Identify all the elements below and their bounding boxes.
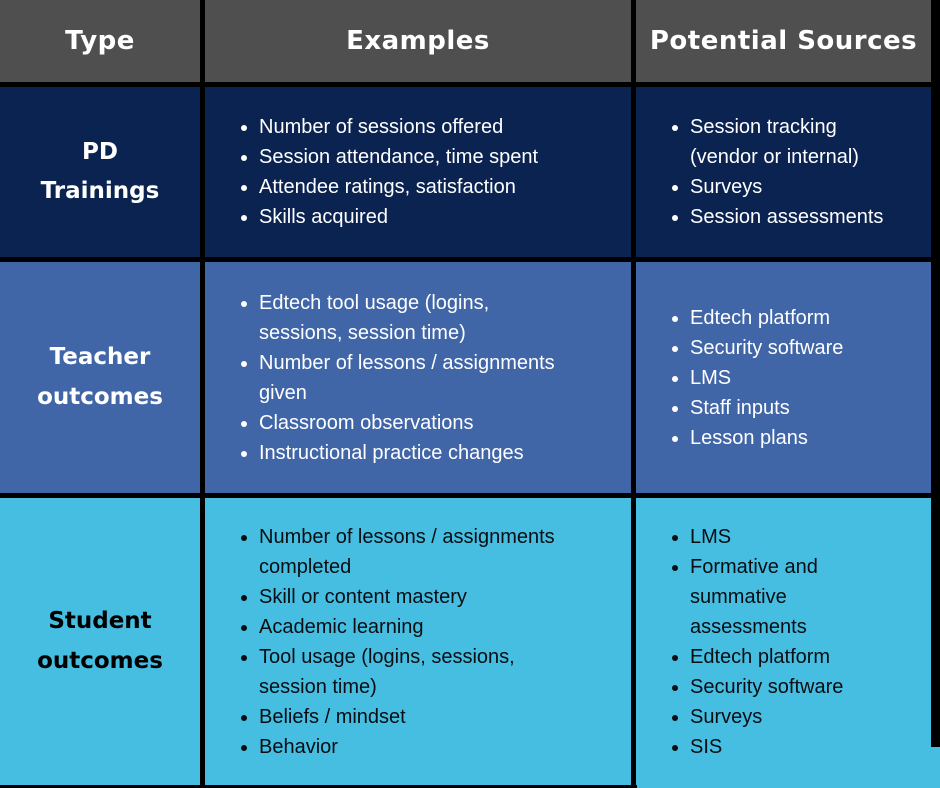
teacher-outcomes-examples-cell: Edtech tool usage (logins, sessions, ses… bbox=[205, 262, 631, 493]
list-item: Surveys bbox=[690, 702, 843, 732]
list-item: Attendee ratings, satisfaction bbox=[259, 172, 538, 202]
student-outcomes-examples-list: Number of lessons / assignments complete… bbox=[205, 522, 563, 762]
list-item: Surveys bbox=[690, 172, 883, 202]
pd-trainings-sources-cell: Session tracking (vendor or internal) Su… bbox=[636, 87, 931, 257]
teacher-outcomes-sources-list: Edtech platform Security software LMS St… bbox=[636, 303, 851, 453]
list-item: SIS bbox=[690, 732, 843, 762]
header-label-examples: Examples bbox=[346, 26, 490, 56]
header-cell-type: Type bbox=[0, 0, 200, 82]
corner-bleed-right bbox=[931, 747, 940, 788]
list-item: Number of sessions offered bbox=[259, 112, 538, 142]
teacher-outcomes-sources-cell: Edtech platform Security software LMS St… bbox=[636, 262, 931, 493]
list-item: Number of lessons / assignments given bbox=[259, 348, 555, 408]
student-outcomes-sources-list: LMS Formative and summative assessments … bbox=[636, 522, 851, 762]
list-item: Formative and summative assessments bbox=[690, 552, 843, 642]
header-cell-examples: Examples bbox=[205, 0, 631, 82]
list-item: Skill or content mastery bbox=[259, 582, 555, 612]
list-item: Lesson plans bbox=[690, 423, 843, 453]
list-item: Security software bbox=[690, 333, 843, 363]
teacher-outcomes-examples-list: Edtech tool usage (logins, sessions, ses… bbox=[205, 288, 563, 468]
teacher-outcomes-type-cell: Teacher outcomes bbox=[0, 262, 200, 493]
student-outcomes-examples-cell: Number of lessons / assignments complete… bbox=[205, 498, 631, 785]
list-item: Classroom observations bbox=[259, 408, 555, 438]
list-item: Edtech platform bbox=[690, 303, 843, 333]
list-item: Edtech platform bbox=[690, 642, 843, 672]
list-item: LMS bbox=[690, 522, 843, 552]
list-item: Session tracking (vendor or internal) bbox=[690, 112, 883, 172]
list-item: Session assessments bbox=[690, 202, 883, 232]
student-outcomes-label: Student outcomes bbox=[37, 608, 163, 674]
pd-trainings-type-cell: PD Trainings bbox=[0, 87, 200, 257]
list-item: Instructional practice changes bbox=[259, 438, 555, 468]
header-cell-potential-sources: Potential Sources bbox=[636, 0, 931, 82]
pd-trainings-examples-cell: Number of sessions offered Session atten… bbox=[205, 87, 631, 257]
list-item: LMS bbox=[690, 363, 843, 393]
list-item: Staff inputs bbox=[690, 393, 843, 423]
student-outcomes-type-cell: Student outcomes bbox=[0, 498, 200, 785]
pd-trainings-label: PD Trainings bbox=[40, 138, 160, 204]
list-item: Skills acquired bbox=[259, 202, 538, 232]
list-item: Academic learning bbox=[259, 612, 555, 642]
header-label-potential-sources: Potential Sources bbox=[649, 26, 918, 56]
list-item: Number of lessons / assignments complete… bbox=[259, 522, 555, 582]
list-item: Security software bbox=[690, 672, 843, 702]
pd-trainings-sources-list: Session tracking (vendor or internal) Su… bbox=[636, 112, 891, 232]
teacher-outcomes-label: Teacher outcomes bbox=[37, 344, 163, 410]
corner-bleed-bottom bbox=[637, 785, 940, 788]
list-item: Edtech tool usage (logins, sessions, ses… bbox=[259, 288, 555, 348]
list-item: Tool usage (logins, sessions, session ti… bbox=[259, 642, 555, 702]
header-label-type: Type bbox=[65, 26, 135, 56]
pd-trainings-examples-list: Number of sessions offered Session atten… bbox=[205, 112, 546, 232]
list-item: Session attendance, time spent bbox=[259, 142, 538, 172]
student-outcomes-sources-cell: LMS Formative and summative assessments … bbox=[636, 498, 931, 785]
list-item: Behavior bbox=[259, 732, 555, 762]
list-item: Beliefs / mindset bbox=[259, 702, 555, 732]
